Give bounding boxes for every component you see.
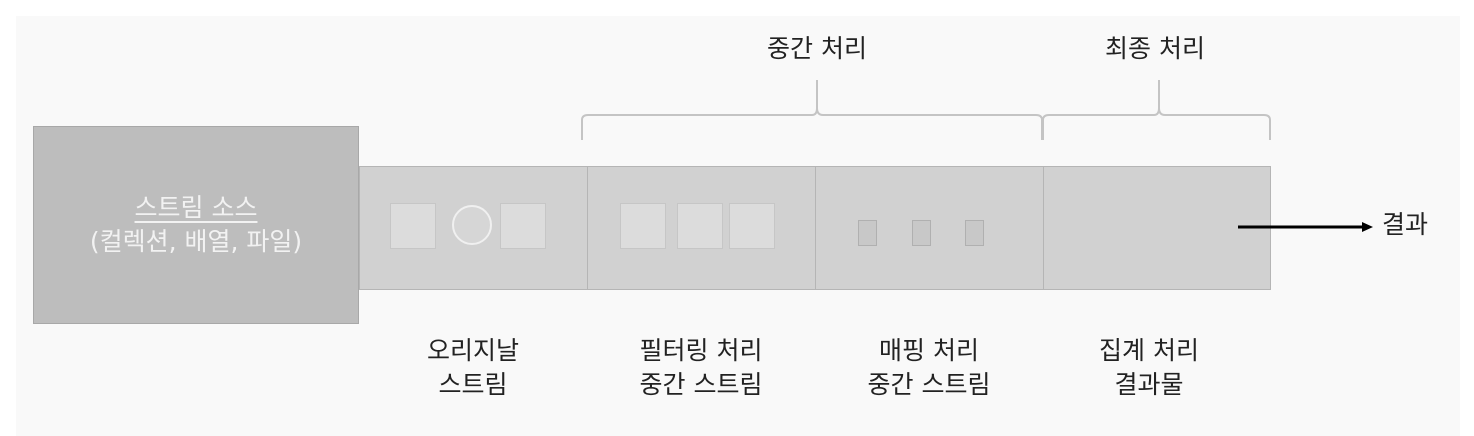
result-label: 결과 xyxy=(1382,210,1429,239)
stage-line2: 중간 스트림 xyxy=(867,370,991,399)
source-title: 스트림 소스 xyxy=(134,193,258,222)
source-subtitle: (컬렉션, 배열, 파일) xyxy=(89,227,303,256)
stage-line1: 필터링 처리 xyxy=(639,336,763,365)
stream-source-box: 스트림 소스 (컬렉션, 배열, 파일) xyxy=(33,126,359,324)
stage-line2: 중간 스트림 xyxy=(639,370,763,399)
stage-line2: 결과물 xyxy=(1114,370,1184,399)
stage-line1: 매핑 처리 xyxy=(879,336,979,365)
mapped-element xyxy=(858,220,877,246)
element-square xyxy=(677,203,723,249)
stage-label-filter: 필터링 처리 중간 스트림 xyxy=(596,334,806,402)
final-bracket xyxy=(1042,80,1271,140)
element-circle xyxy=(452,205,492,245)
group-label-final: 최종 처리 xyxy=(1105,34,1205,63)
element-square xyxy=(620,203,666,249)
intermediate-bracket xyxy=(581,80,1043,140)
stage-label-map: 매핑 처리 중간 스트림 xyxy=(824,334,1034,402)
stage-line2: 스트림 xyxy=(438,370,508,399)
arrow-head-icon xyxy=(1362,222,1373,232)
stage-label-aggregate: 집계 처리 결과물 xyxy=(1044,334,1254,402)
stage-line1: 오리지날 xyxy=(426,336,519,365)
mapped-element xyxy=(912,220,931,246)
aggregate-segment xyxy=(1043,166,1271,290)
stage-line1: 집계 처리 xyxy=(1099,336,1199,365)
element-square xyxy=(390,203,436,249)
element-square xyxy=(500,203,546,249)
stage-label-original: 오리지날 스트림 xyxy=(368,334,578,402)
group-label-intermediate: 중간 처리 xyxy=(767,34,867,63)
element-square xyxy=(729,203,775,249)
mapped-element xyxy=(965,220,984,246)
